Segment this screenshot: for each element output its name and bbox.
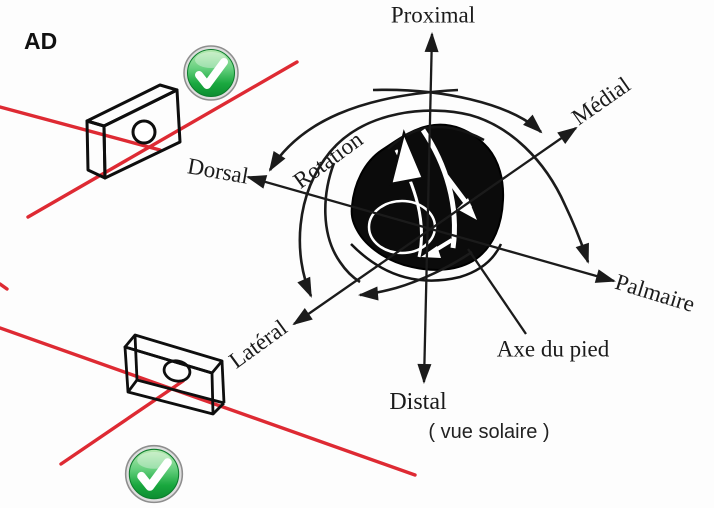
inner-ellipse-arc	[324, 162, 361, 284]
sphere-ellipse-arc	[297, 109, 590, 298]
check-icon	[184, 46, 238, 100]
check-icon	[126, 446, 183, 503]
label-axe-du-pied: Axe du pied	[496, 336, 610, 362]
view-caption: ( vue solaire )	[428, 421, 550, 443]
corner-label: AD	[24, 28, 58, 54]
label-proximal: Proximal	[390, 2, 476, 28]
lateral-view-box	[123, 333, 226, 416]
rotation-arc-right	[372, 88, 543, 134]
dorsal-view-box	[85, 83, 182, 180]
red-cross-lines-bottom	[0, 326, 417, 477]
red-cross-lines-top	[0, 60, 299, 291]
label-distal: Distal	[389, 389, 447, 415]
bottom-arc	[358, 250, 473, 301]
rotation-arcs	[268, 88, 590, 301]
axe-du-pied-pointer	[467, 248, 527, 335]
